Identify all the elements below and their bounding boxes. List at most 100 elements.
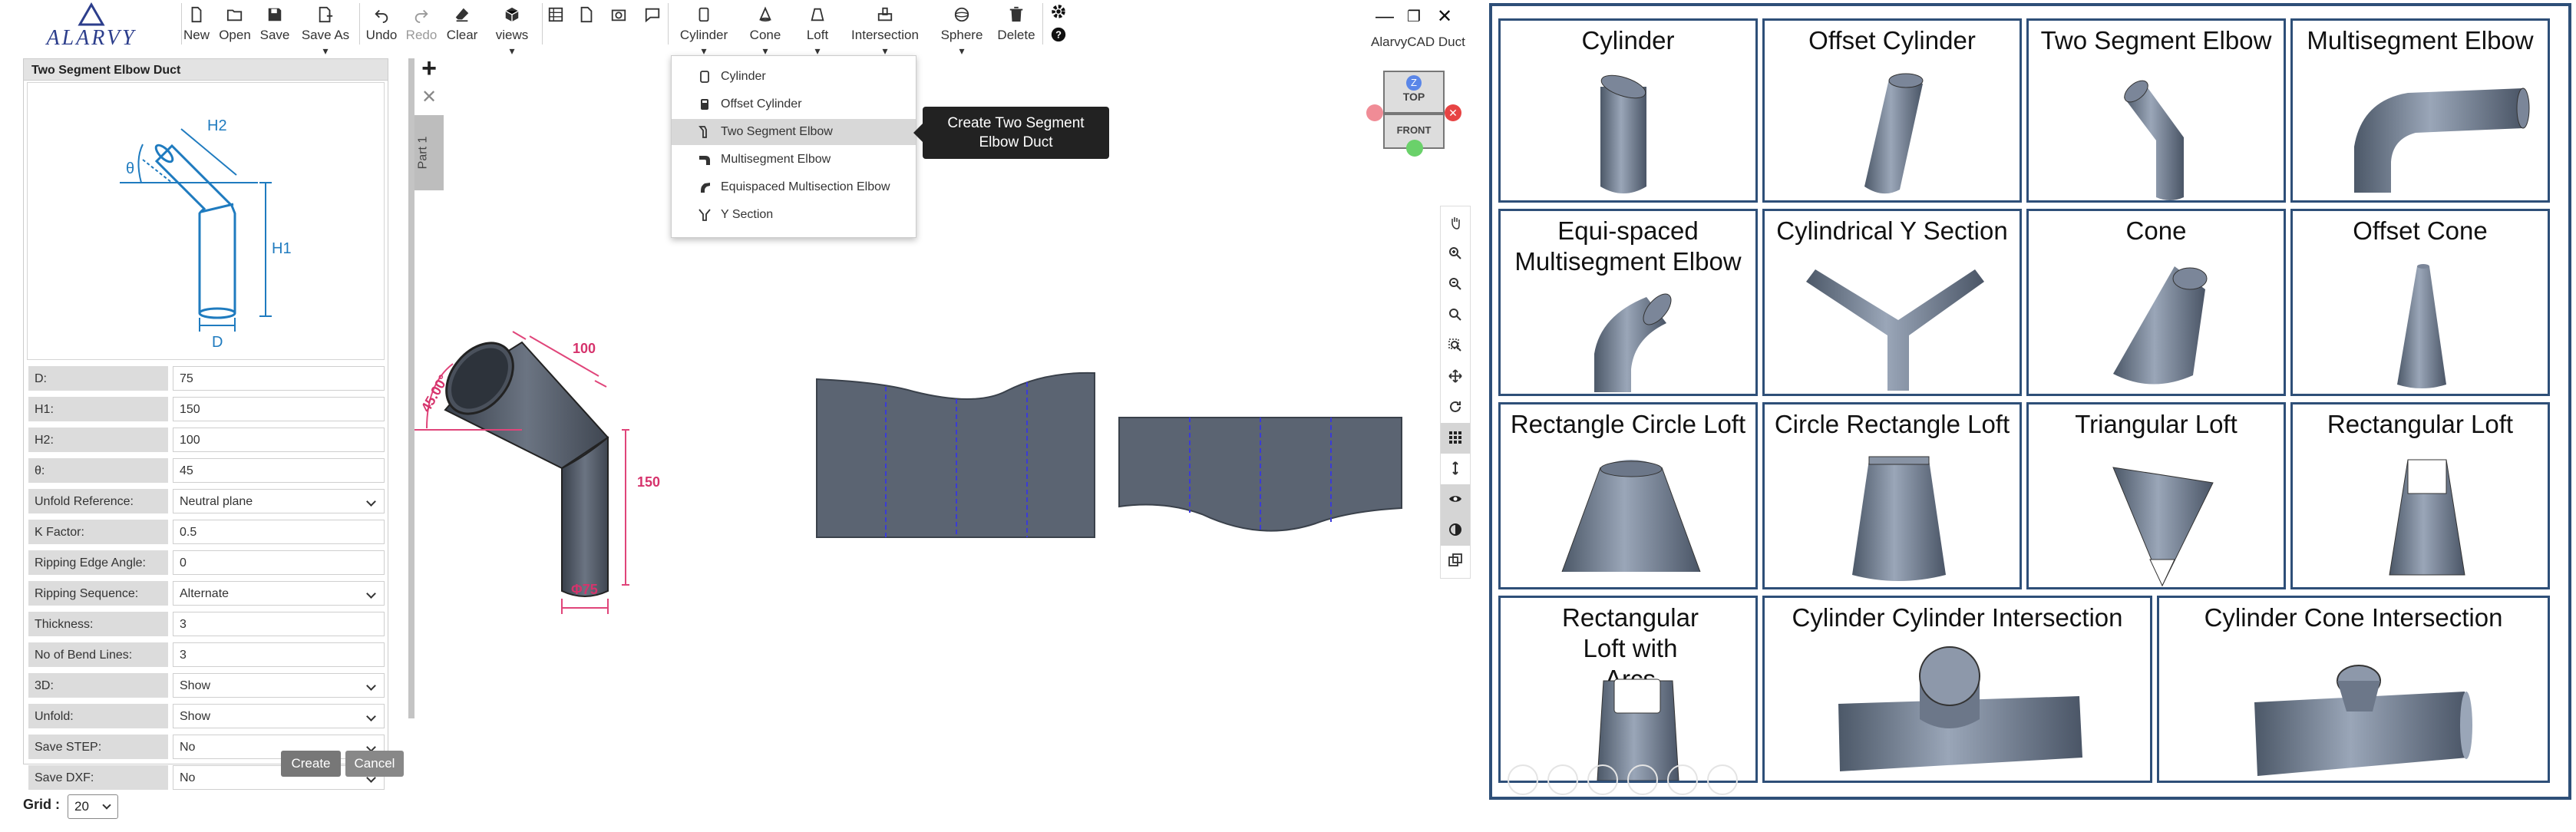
field-row-save-dxf: Save DXF:No — [27, 764, 385, 791]
close-window-icon[interactable]: ✕ — [1436, 6, 1453, 27]
thickness-input[interactable]: 3 — [173, 612, 385, 636]
k-factor-input[interactable]: 0.5 — [173, 520, 385, 544]
intersection-menu-button[interactable]: Intersection — [844, 5, 926, 46]
gallery-card-rectangle-circle-loft[interactable]: Rectangle Circle Loft — [1498, 402, 1758, 589]
move-tool[interactable] — [1441, 362, 1470, 392]
undo-button[interactable]: Undo — [365, 5, 398, 46]
window-controls: — ❐ ✕ — [1370, 6, 1470, 29]
gallery-card-equispaced-multisegment-elbow[interactable]: Equi-spaced Multisegment Elbow — [1498, 209, 1758, 396]
view-cube[interactable]: TOP Z FRONT ✕ — [1363, 66, 1461, 166]
unfold-reference-select[interactable]: Neutral plane — [173, 489, 385, 513]
add-part-button[interactable]: + — [421, 54, 437, 83]
gallery-card-cylindrical-y-section[interactable]: Cylindrical Y Section — [1762, 209, 2022, 396]
gallery-card-multisegment-elbow[interactable]: Multisegment Elbow — [2290, 18, 2550, 203]
gallery-more-control[interactable] — [1707, 764, 1738, 795]
help-button[interactable]: ? — [1047, 25, 1070, 66]
rotate-tool[interactable] — [1441, 392, 1470, 423]
contrast-tool[interactable] — [1441, 515, 1470, 546]
show-3d-select[interactable]: Show — [173, 673, 385, 698]
gallery-card-offset-cylinder[interactable]: Offset Cylinder — [1762, 18, 2022, 203]
gallery-card-circle-rectangle-loft[interactable]: Circle Rectangle Loft — [1762, 402, 2022, 589]
h2-input[interactable]: 100 — [173, 428, 385, 452]
zoom-out-tool[interactable] — [1441, 269, 1470, 300]
theta-input[interactable]: 45 — [173, 458, 385, 483]
menu-item-offset-cylinder[interactable]: Offset Cylinder — [672, 91, 916, 117]
cancel-button[interactable]: Cancel — [345, 751, 404, 777]
ripping-sequence-select[interactable]: Alternate — [173, 581, 385, 606]
sphere-menu-button[interactable]: Sphere — [933, 5, 990, 46]
bend-lines-input[interactable]: 3 — [173, 642, 385, 667]
pan-hand-tool[interactable] — [1441, 208, 1470, 239]
feedback-tool-button[interactable] — [643, 5, 662, 46]
menu-item-multisegment-elbow[interactable]: Multisegment Elbow — [672, 147, 916, 173]
d-input[interactable]: 75 — [173, 366, 385, 391]
new-button[interactable]: New — [183, 5, 210, 46]
gallery-card-cylinder-cone-intersection[interactable]: Cylinder Cone Intersection — [2157, 596, 2550, 783]
menu-item-equispaced-multisection-elbow[interactable]: Equispaced Multisection Elbow — [672, 174, 916, 200]
screenshot-tool-button[interactable] — [609, 5, 628, 46]
table-tool-button[interactable] — [547, 5, 565, 46]
cube-axis-z: Z — [1406, 75, 1422, 91]
grid-toggle-tool[interactable] — [1441, 423, 1470, 454]
gallery-card-offset-cone[interactable]: Offset Cone — [2290, 209, 2550, 396]
minimize-icon[interactable]: — — [1376, 6, 1394, 27]
app-name: AlarvyCAD Duct — [1371, 35, 1465, 49]
intersection-icon — [877, 7, 893, 21]
save-icon — [268, 8, 282, 21]
gallery-card-cylinder[interactable]: Cylinder — [1498, 18, 1758, 203]
create-button[interactable]: Create — [281, 751, 341, 777]
clear-button[interactable]: Clear — [445, 5, 479, 46]
gallery-card-rectangular-loft-with-arcs[interactable]: Rectangular Loft with Arcs — [1498, 596, 1758, 783]
gallery-grid-control[interactable] — [1627, 764, 1658, 795]
delete-button[interactable]: Delete — [996, 5, 1036, 46]
zoom-fit-tool[interactable] — [1441, 331, 1470, 362]
copy-view-tool[interactable] — [1441, 546, 1470, 576]
loft-menu-button[interactable]: Loft — [797, 5, 838, 46]
menu-item-y-section[interactable]: Y Section — [672, 202, 916, 228]
field-row-h2: H2:100 — [27, 426, 385, 454]
grid-select[interactable]: 20 — [68, 794, 118, 819]
offset-cylinder-icon — [698, 97, 712, 111]
close-part-icon[interactable]: ✕ — [421, 87, 438, 107]
gallery-card-triangular-loft[interactable]: Triangular Loft — [2026, 402, 2286, 589]
document-tool-button[interactable] — [577, 5, 596, 46]
gallery-card-two-segment-elbow[interactable]: Two Segment Elbow — [2026, 18, 2286, 203]
vertical-measure-tool[interactable] — [1441, 454, 1470, 484]
multisegment-elbow-icon — [698, 153, 712, 167]
tab-part-1[interactable]: Part 1 — [414, 115, 444, 190]
eye-icon — [1449, 496, 1461, 502]
offset-cylinder-thumbnail — [1864, 73, 1924, 194]
restore-icon[interactable]: ❐ — [1407, 8, 1421, 25]
menu-item-cylinder[interactable]: Cylinder — [672, 64, 916, 90]
gallery-card-cone[interactable]: Cone — [2026, 209, 2286, 396]
gallery-zoom-control[interactable] — [1587, 764, 1618, 795]
gallery-share-control[interactable] — [1667, 764, 1698, 795]
y-section-thumbnail — [1806, 269, 1984, 391]
zoom-in-tool[interactable] — [1441, 239, 1470, 269]
loft-icon — [811, 8, 824, 21]
alarvy-logo[interactable]: ALARVY — [6, 2, 177, 50]
settings-button[interactable] — [1047, 2, 1070, 43]
parameter-panel: Two Segment Elbow Duct θ H2 H1 D D:75 — [23, 58, 388, 790]
open-button[interactable]: Open — [216, 5, 253, 46]
menu-item-two-segment-elbow[interactable]: Two Segment Elbow — [672, 119, 916, 145]
zoom-window-tool[interactable] — [1441, 300, 1470, 331]
gallery-play-control[interactable] — [1547, 764, 1578, 795]
panel-scrollbar-thumb[interactable] — [408, 58, 414, 718]
ripping-edge-angle-input[interactable]: 0 — [173, 550, 385, 575]
cylinder-menu-button[interactable]: Cylinder — [674, 5, 734, 46]
gallery-prev-control[interactable] — [1508, 764, 1538, 795]
cylinder-icon — [698, 7, 709, 22]
save-button[interactable]: Save — [258, 5, 292, 46]
rectangular-loft-thumbnail — [2389, 459, 2465, 576]
cone-menu-button[interactable]: Cone — [741, 5, 789, 46]
gallery-card-rectangular-loft[interactable]: Rectangular Loft — [2290, 402, 2550, 589]
field-row-theta: θ:45 — [27, 457, 385, 484]
unfold-select[interactable]: Show — [173, 704, 385, 728]
gallery-card-cylinder-cylinder-intersection[interactable]: Cylinder Cylinder Intersection — [1762, 596, 2152, 783]
visibility-tool[interactable] — [1441, 484, 1470, 515]
h1-input[interactable]: 150 — [173, 397, 385, 421]
save-as-button[interactable]: Save As — [298, 5, 353, 46]
redo-button[interactable]: Redo — [405, 5, 438, 46]
views-button[interactable]: views — [487, 5, 537, 46]
